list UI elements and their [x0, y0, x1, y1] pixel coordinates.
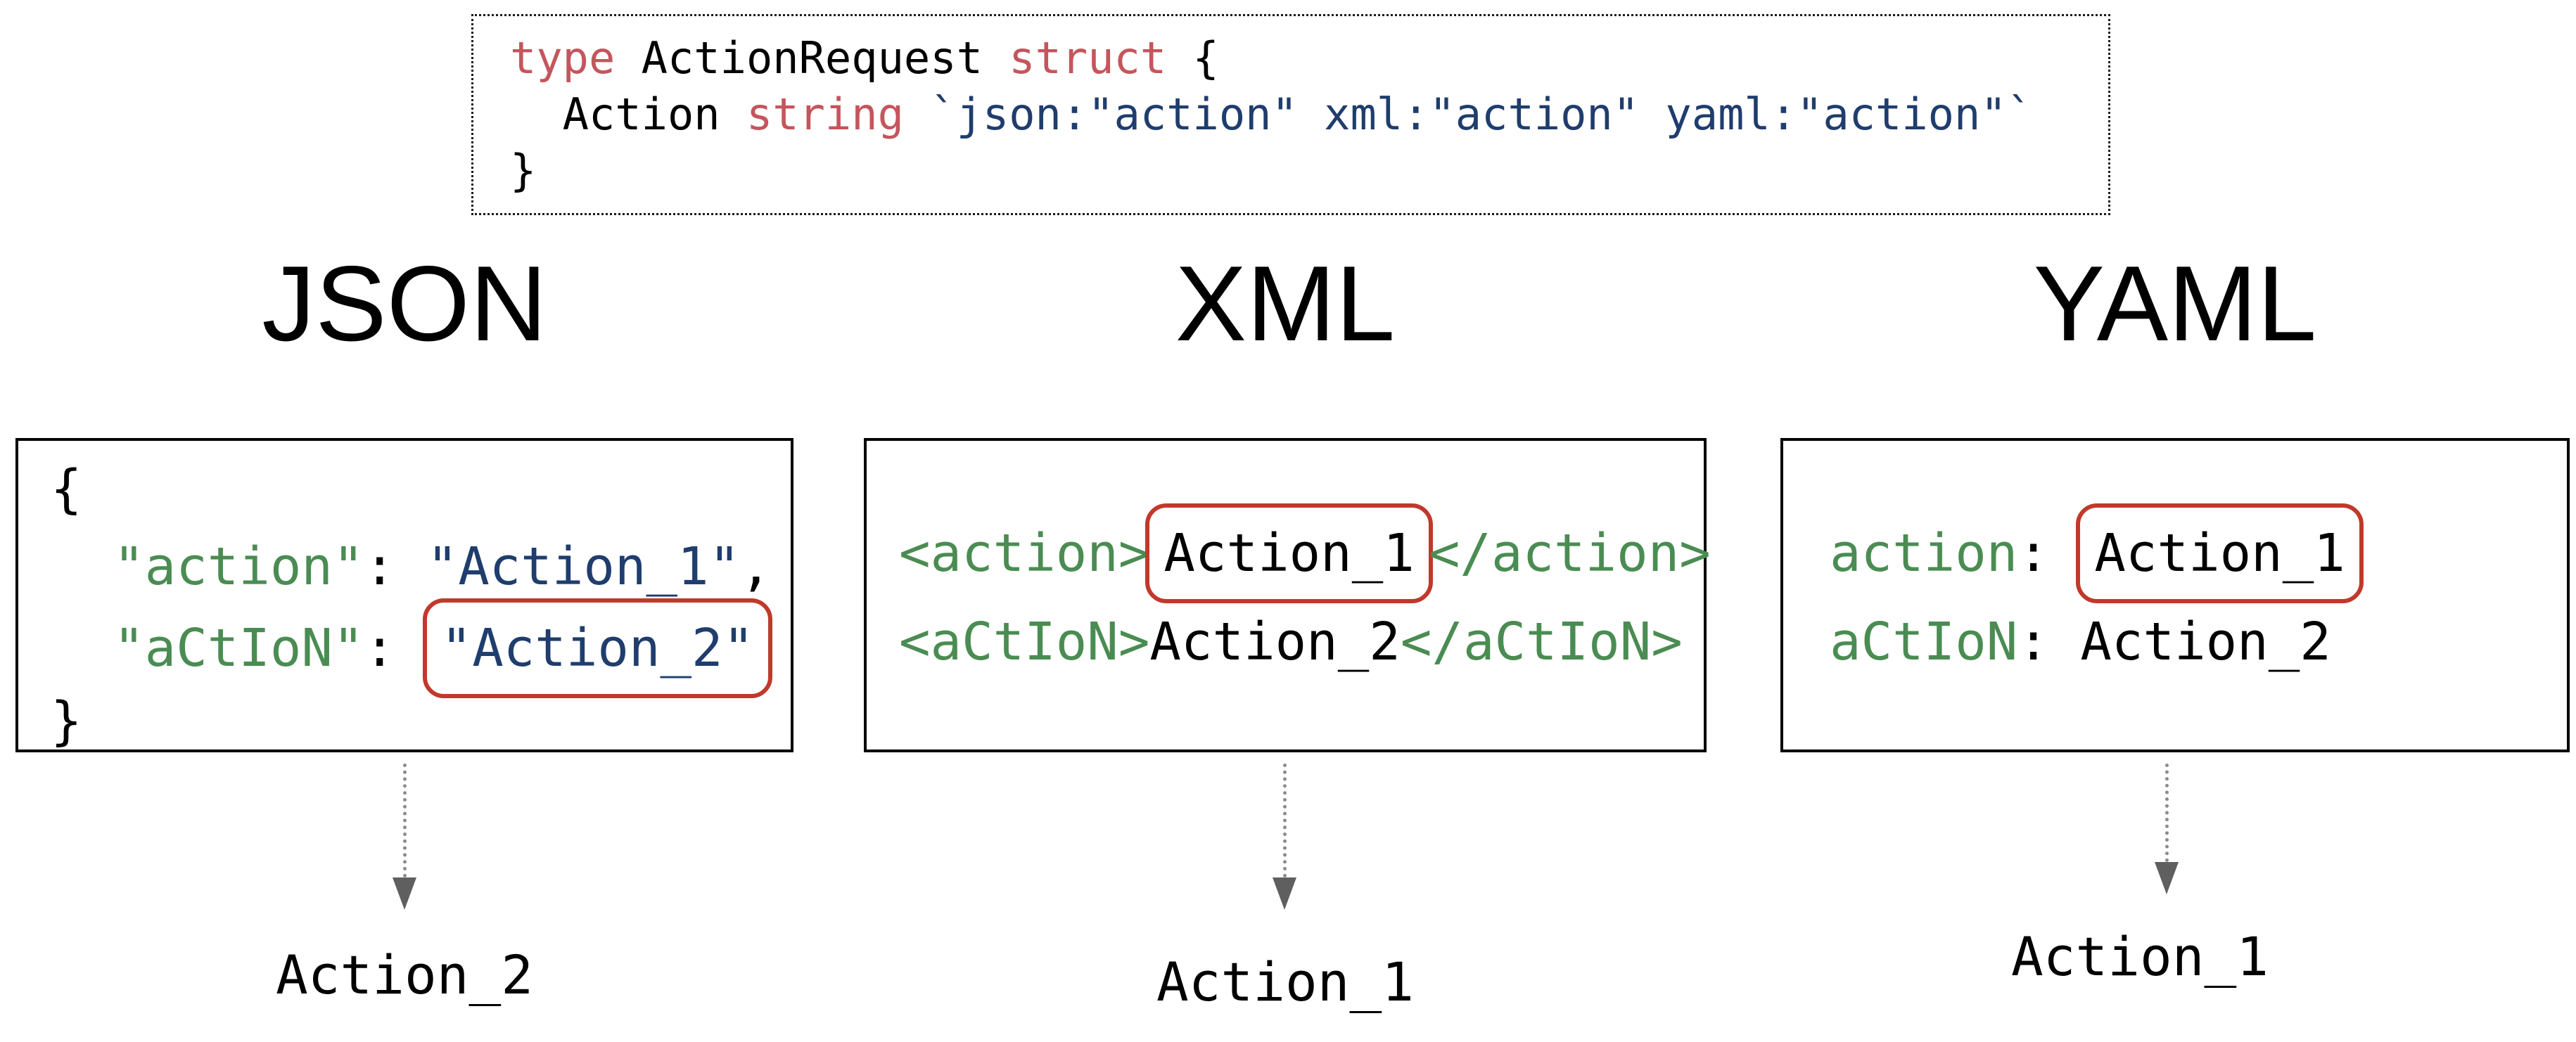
json-key: "action" [113, 536, 364, 597]
xml-heading: XML [1175, 244, 1396, 364]
colon: : [364, 618, 427, 678]
xml-value: Action_2 [1149, 611, 1401, 672]
field-name: Action [510, 89, 746, 140]
xml-open-tag: <aCtIoN> [899, 611, 1150, 672]
xml-highlighted-value: Action_1 [1145, 503, 1433, 603]
json-highlighted-value: "Action_2" [422, 598, 773, 698]
space [904, 86, 930, 143]
yaml-code-panel: action : Action_1 aCtIoN : Action_2 [1780, 438, 2570, 752]
yaml-key: action [1830, 522, 2018, 584]
yaml-highlighted-value: Action_1 [2076, 503, 2364, 603]
yaml-arrow-line [2165, 764, 2169, 862]
struct-code-line: } [510, 143, 2108, 199]
go-keyword: struct [1009, 32, 1167, 84]
colon: : [364, 536, 427, 597]
json-arrow-head-icon [393, 877, 416, 910]
xml-close-tag: </aCtIoN> [1400, 611, 1683, 672]
field-type: string [746, 89, 904, 140]
close-brace: } [510, 145, 537, 196]
xml-code-line: <action> Action_1 </action> [899, 503, 1711, 603]
json-code-panel: { "action" : "Action_1" , "aCtIoN" : "Ac… [15, 438, 793, 752]
indent [51, 528, 113, 605]
json-key: "aCtIoN" [113, 618, 364, 678]
xml-code-line: <aCtIoN> Action_2 </aCtIoN> [899, 603, 1704, 681]
colon: : [2017, 611, 2081, 672]
yaml-heading: YAML [2033, 244, 2317, 364]
struct-code-line: type ActionRequest struct { [510, 30, 2108, 86]
json-heading: JSON [262, 244, 547, 364]
go-keyword: type [510, 32, 616, 84]
json-code-line: "aCtIoN" : "Action_2" [51, 598, 791, 698]
xml-arrow-line [1283, 764, 1287, 877]
comma: , [740, 536, 772, 597]
open-brace: { [51, 459, 82, 520]
yaml-key: aCtIoN [1830, 611, 2018, 672]
xml-result-label: Action_1 [1156, 951, 1415, 1013]
yaml-value: Action_2 [2080, 611, 2331, 672]
yaml-code-line: action : Action_1 [1830, 503, 2567, 603]
xml-arrow-head-icon [1273, 877, 1296, 910]
xml-code-panel: <action> Action_1 </action> <aCtIoN> Act… [864, 438, 1711, 752]
indent [51, 610, 113, 687]
struct-name: ActionRequest [615, 32, 1009, 84]
json-code-line: { [51, 451, 791, 528]
yaml-arrow-head-icon [2155, 862, 2179, 894]
json-value: "Action_1" [426, 536, 741, 597]
xml-open-tag: <action> [899, 522, 1150, 584]
json-arrow-line [403, 764, 407, 877]
close-brace: } [51, 691, 82, 752]
xml-close-tag: </action> [1428, 522, 1711, 584]
json-code-line: } [51, 683, 791, 760]
go-struct-definition-box: type ActionRequest struct { Action strin… [471, 14, 2110, 215]
struct-tags: `json:"action" xml:"action" yaml:"action… [930, 89, 2033, 140]
json-code-line: "action" : "Action_1" , [51, 528, 791, 605]
yaml-code-line: aCtIoN : Action_2 [1830, 603, 2567, 681]
json-result-label: Action_2 [275, 944, 534, 1006]
colon: : [2017, 522, 2081, 584]
yaml-result-label: Action_1 [2010, 925, 2269, 988]
open-brace: { [1166, 32, 1219, 84]
struct-code-line: Action string `json:"action" xml:"action… [510, 86, 2108, 143]
